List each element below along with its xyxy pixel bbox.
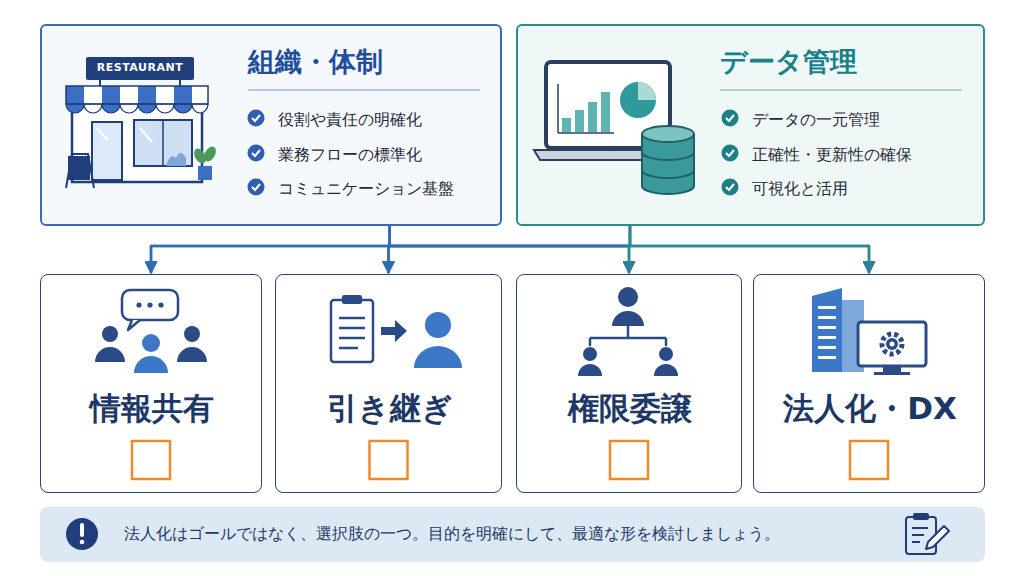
task-label: 権限委譲 (517, 389, 743, 427)
task-box: 権限委譲 (516, 274, 742, 493)
category-panel: データ管理データの一元管理正確性・更新性の確保可視化と活用 (516, 24, 985, 226)
task-box: 法人化・DX (753, 274, 985, 493)
connector-arrow (630, 226, 869, 273)
task-box: 引き継ぎ (275, 274, 502, 493)
connector-arrow (390, 226, 629, 273)
sign-text: RESTAURANT (86, 57, 194, 79)
note-band: 法人化はゴールではなく、選択肢の一つ。目的を明確にして、最適な形を検討しましょう… (40, 507, 985, 562)
checklist-item: 正確性・更新性の確保 (752, 145, 977, 165)
checklist-item: コミュニケーション基盤 (278, 179, 498, 199)
task-label: 引き継ぎ (276, 389, 503, 427)
checklist-item: 可視化と活用 (752, 179, 977, 199)
connector-arrow (628, 226, 631, 273)
note-text: 法人化はゴールではなく、選択肢の一つ。目的を明確にして、最適な形を検討しましょう… (124, 524, 904, 544)
checklist-item: 業務フローの標準化 (278, 145, 498, 165)
checklist-item: 役割や責任の明確化 (278, 110, 498, 130)
task-box: 情報共有 (40, 274, 262, 493)
panel-heading: データ管理 (720, 45, 960, 79)
connector-arrow (389, 226, 390, 273)
connector-arrow (389, 226, 630, 273)
connector-arrow (151, 226, 390, 273)
task-label: 情報共有 (41, 389, 263, 427)
category-panel: 組織・体制役割や責任の明確化業務フローの標準化コミュニケーション基盤 (40, 24, 502, 226)
connector-arrow (390, 226, 869, 273)
panel-heading: 組織・体制 (248, 45, 488, 79)
checklist-item: データの一元管理 (752, 110, 977, 130)
connector-arrow (151, 226, 630, 273)
task-label: 法人化・DX (754, 389, 986, 427)
